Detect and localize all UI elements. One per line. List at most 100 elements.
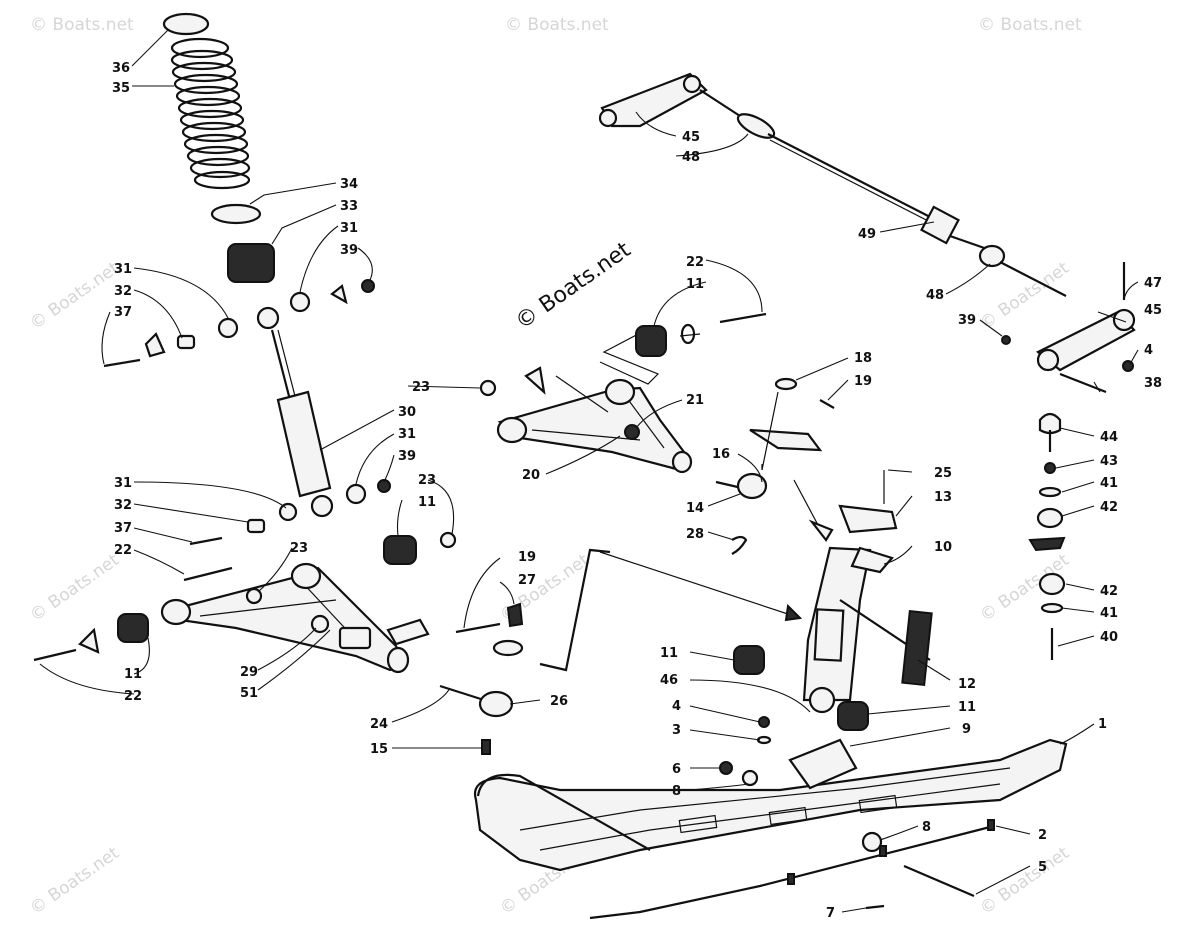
washer-front bbox=[78, 627, 100, 654]
callout-32: 32 bbox=[114, 498, 132, 513]
callout-45: 45 bbox=[682, 130, 700, 145]
bushing-32b bbox=[246, 518, 266, 534]
shock-shaft bbox=[270, 329, 292, 401]
watermark: © Boats.net bbox=[976, 843, 1073, 919]
bushing-11-spindle-a bbox=[733, 645, 765, 675]
grease-fitting-15 bbox=[481, 739, 491, 755]
watermark: © Boats.net bbox=[26, 550, 123, 626]
bolt-7 bbox=[865, 904, 885, 910]
callout-48: 48 bbox=[926, 288, 944, 303]
callout-22: 22 bbox=[114, 543, 132, 558]
callout-8: 8 bbox=[672, 784, 681, 799]
bushing-11-shock bbox=[383, 535, 417, 565]
nut-23-upper bbox=[479, 379, 497, 397]
callout-12: 12 bbox=[958, 677, 976, 692]
washer-27 bbox=[492, 639, 524, 657]
callout-21: 21 bbox=[686, 393, 704, 408]
bushing-11 bbox=[117, 613, 149, 643]
callout-27: 27 bbox=[518, 573, 536, 588]
shock-upper-eye bbox=[256, 306, 280, 330]
callout-30: 30 bbox=[398, 405, 416, 420]
bushing-31c bbox=[345, 483, 367, 505]
callout-25: 25 bbox=[934, 466, 952, 481]
ski bbox=[473, 716, 1068, 920]
callout-39: 39 bbox=[958, 313, 976, 328]
washer-upper bbox=[524, 366, 546, 395]
spacer bbox=[217, 317, 239, 339]
callout-11: 11 bbox=[660, 646, 678, 661]
bolt-22-lower bbox=[33, 648, 77, 662]
callout-22: 22 bbox=[124, 689, 142, 704]
steering-cable bbox=[598, 72, 1067, 297]
spring-seat bbox=[210, 203, 262, 225]
nut-4 bbox=[1122, 360, 1134, 372]
callout-4: 4 bbox=[1144, 343, 1153, 358]
callout-32: 32 bbox=[114, 284, 132, 299]
leader-lines bbox=[39, 29, 1139, 913]
callout-44: 44 bbox=[1100, 430, 1118, 445]
bolt-22-top bbox=[719, 312, 767, 324]
callout-23: 23 bbox=[412, 380, 430, 395]
callout-28: 28 bbox=[686, 527, 704, 542]
callout-31: 31 bbox=[114, 476, 132, 491]
callout-23: 23 bbox=[418, 473, 436, 488]
mounting-stack bbox=[1028, 412, 1066, 660]
callout-13: 13 bbox=[934, 490, 952, 505]
shock-body bbox=[276, 390, 332, 498]
callout-11: 11 bbox=[686, 277, 704, 292]
tie-rod-end-upper bbox=[715, 464, 768, 555]
nut-23-shock bbox=[439, 531, 457, 549]
callout-43: 43 bbox=[1100, 454, 1118, 469]
shock-lower-eye bbox=[310, 494, 334, 518]
callout-51: 51 bbox=[240, 686, 258, 701]
callout-24: 24 bbox=[370, 717, 388, 732]
spring-cap bbox=[162, 12, 210, 36]
pin-19 bbox=[819, 399, 835, 409]
spindle bbox=[749, 377, 933, 714]
washer-39 bbox=[330, 284, 348, 305]
callout-15: 15 bbox=[370, 742, 388, 757]
callout-6: 6 bbox=[672, 762, 681, 777]
nut-21 bbox=[624, 424, 640, 440]
callout-42: 42 bbox=[1100, 500, 1118, 515]
washer bbox=[144, 332, 166, 358]
callout-37: 37 bbox=[114, 305, 132, 320]
bushing-11-spindle-b bbox=[837, 701, 869, 731]
callout-5: 5 bbox=[1038, 860, 1047, 875]
callout-20: 20 bbox=[522, 468, 540, 483]
callout-45: 45 bbox=[1144, 303, 1162, 318]
bolt-38 bbox=[1059, 372, 1107, 394]
callout-19: 19 bbox=[854, 374, 872, 389]
callout-23: 23 bbox=[290, 541, 308, 556]
washer-8 bbox=[741, 769, 759, 787]
bolt-37 bbox=[103, 358, 141, 368]
watermark: © Boats.net bbox=[30, 15, 134, 35]
shock-absorber-assembly bbox=[103, 12, 391, 546]
watermark-center: © Boats.net bbox=[511, 237, 636, 335]
watermark: © Boats.net bbox=[505, 15, 609, 35]
callout-7: 7 bbox=[826, 906, 835, 921]
stud-2b bbox=[879, 845, 887, 857]
callout-46: 46 bbox=[660, 673, 678, 688]
callout-18: 18 bbox=[854, 351, 872, 366]
bolt-19 bbox=[455, 622, 501, 634]
steering-arm bbox=[838, 504, 898, 534]
washer-8b bbox=[861, 831, 883, 853]
callout-42: 42 bbox=[1100, 584, 1118, 599]
callout-41: 41 bbox=[1100, 606, 1118, 621]
callout-19: 19 bbox=[518, 550, 536, 565]
callout-39: 39 bbox=[340, 243, 358, 258]
callout-1: 1 bbox=[1098, 717, 1107, 732]
coil-spring bbox=[170, 37, 251, 190]
nut-39 bbox=[361, 279, 375, 293]
callout-38: 38 bbox=[1144, 376, 1162, 391]
bushing bbox=[176, 334, 196, 350]
bushing-11-upper bbox=[635, 325, 667, 357]
ski-saddle bbox=[788, 738, 858, 790]
watermark: © Boats.net bbox=[26, 843, 123, 919]
watermark: © Boats.net bbox=[976, 258, 1073, 334]
steering-arm-right bbox=[1001, 262, 1136, 394]
callout-8: 8 bbox=[922, 820, 931, 835]
callout-10: 10 bbox=[934, 540, 952, 555]
tie-rod-lower bbox=[439, 602, 524, 755]
